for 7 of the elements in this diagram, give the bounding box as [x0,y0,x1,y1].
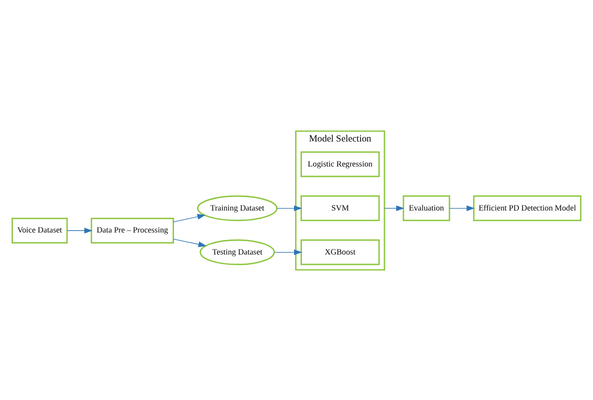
arrow [173,238,207,247]
arrow [274,248,302,255]
arrow [66,227,92,233]
arrow [276,204,302,211]
arrow [449,204,475,211]
arrow [384,204,404,211]
arrow [173,213,206,222]
